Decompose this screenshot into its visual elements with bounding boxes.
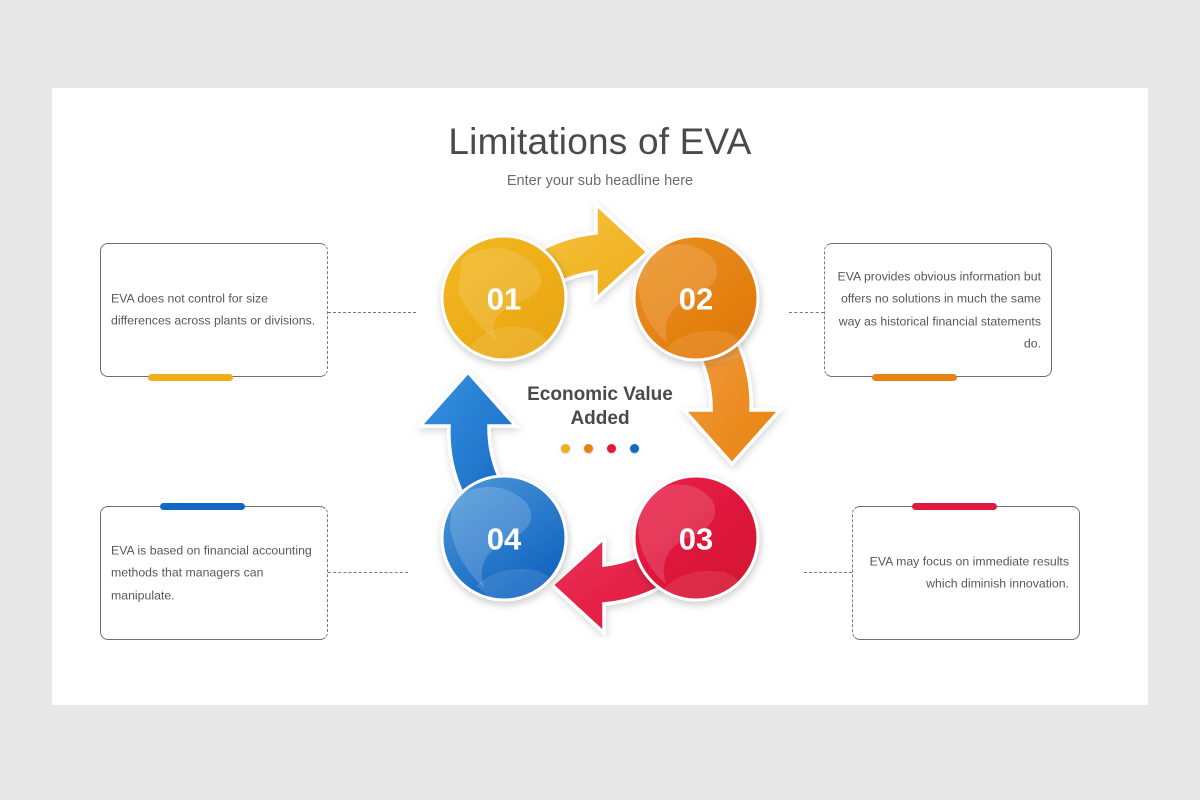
info-card-02-text: EVA provides obvious information but off… xyxy=(837,269,1041,351)
info-card-02-accent xyxy=(872,373,957,381)
step-number-03: 03 xyxy=(679,522,713,557)
slide-canvas: Limitations of EVA Enter your sub headli… xyxy=(52,88,1148,705)
info-card-04[interactable]: EVA is based on financial accounting met… xyxy=(100,502,328,640)
step-number-02: 02 xyxy=(679,282,713,317)
info-card-01-accent xyxy=(148,373,233,381)
info-card-01-text: EVA does not control for size difference… xyxy=(111,291,316,328)
connector-line-04 xyxy=(328,572,408,573)
step-circle-04[interactable]: 04 xyxy=(440,474,568,603)
connector-line-03 xyxy=(804,572,852,573)
info-card-02[interactable]: EVA provides obvious information but off… xyxy=(824,243,1052,381)
step-circle-03[interactable]: 03 xyxy=(632,474,760,605)
connector-line-01 xyxy=(328,312,416,313)
connector-line-02 xyxy=(789,312,824,313)
step-number-04: 04 xyxy=(487,522,522,557)
info-card-03-accent xyxy=(912,502,997,510)
cycle-diagram: 01 02 03 xyxy=(400,198,800,638)
info-card-03-text: EVA may focus on immediate results which… xyxy=(869,554,1069,591)
step-circle-01[interactable]: 01 xyxy=(440,234,568,362)
step-number-01: 01 xyxy=(487,282,521,317)
page-title: Limitations of EVA xyxy=(448,121,752,162)
info-card-04-text: EVA is based on financial accounting met… xyxy=(111,543,312,603)
step-circle-02[interactable]: 02 xyxy=(632,234,760,365)
info-card-03[interactable]: EVA may focus on immediate results which… xyxy=(852,502,1080,640)
info-card-01[interactable]: EVA does not control for size difference… xyxy=(100,243,328,381)
page-subtitle: Enter your sub headline here xyxy=(506,173,694,189)
info-card-04-accent xyxy=(160,502,245,510)
